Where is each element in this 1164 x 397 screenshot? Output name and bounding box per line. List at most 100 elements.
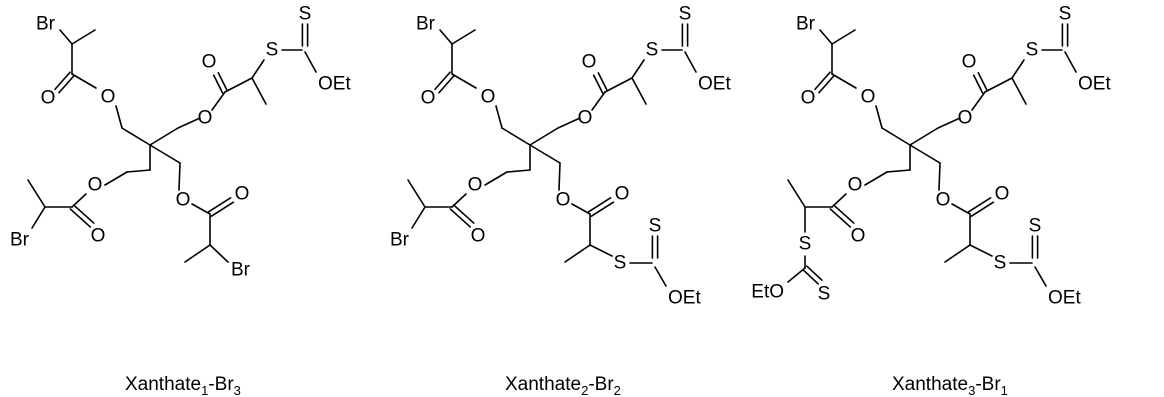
carbonyl-double-bond xyxy=(452,204,475,224)
carbonyl-double-bond xyxy=(970,201,995,217)
bond xyxy=(787,267,806,283)
bond xyxy=(251,59,265,79)
thiocarbonyl-sulfur-label: S xyxy=(649,216,662,237)
carbonyl-double-bond xyxy=(972,74,984,94)
bond xyxy=(984,77,1013,93)
ester-oxygen-label: O xyxy=(88,175,103,196)
carbonyl-double-bond xyxy=(818,74,835,94)
bond xyxy=(864,171,888,186)
carbonyl-double-bond xyxy=(210,201,235,217)
bond xyxy=(304,51,317,73)
ester-oxygen-label: O xyxy=(468,175,483,196)
bond xyxy=(944,244,971,263)
carbonyl-double-bond xyxy=(69,208,92,228)
bond xyxy=(571,203,591,215)
thioether-sulfur-label: S xyxy=(799,234,812,255)
bond xyxy=(631,77,647,105)
caption-mid: -Br xyxy=(975,374,1001,395)
carbonyl-oxygen-label: O xyxy=(421,88,436,109)
thioether-sulfur-label: S xyxy=(266,40,279,61)
ester-oxygen-label: O xyxy=(556,190,571,211)
bond xyxy=(604,77,633,93)
bond xyxy=(564,244,591,263)
bond xyxy=(209,244,229,263)
bond xyxy=(589,244,613,257)
thioether-sulfur-label: S xyxy=(646,40,659,61)
bond xyxy=(224,77,253,93)
ester-oxygen-label: O xyxy=(101,87,116,108)
bond xyxy=(909,144,941,164)
bond xyxy=(178,162,181,191)
thiocarbonyl-double-bond xyxy=(805,265,823,281)
bromine-label: Br xyxy=(796,14,816,35)
carbonyl-double-bond xyxy=(434,71,451,91)
caption-1: Xanthate1-Br3 xyxy=(125,374,241,397)
bond xyxy=(631,59,645,79)
bromine-label: Br xyxy=(10,230,30,251)
ethoxy-label: OEt xyxy=(698,74,731,95)
carbonyl-double-bond xyxy=(592,74,604,94)
bond xyxy=(451,73,477,89)
bond xyxy=(211,91,226,111)
bond xyxy=(71,29,96,45)
caption-xanthate-subscript: 2 xyxy=(581,383,588,397)
thiocarbonyl-sulfur-label: S xyxy=(299,4,312,25)
bond xyxy=(251,77,267,105)
carbonyl-double-bond xyxy=(207,197,232,213)
carbonyl-oxygen-label: O xyxy=(91,226,106,247)
bond xyxy=(529,127,559,146)
bond xyxy=(27,179,46,208)
carbonyl-double-bond xyxy=(597,72,609,92)
caption-2: Xanthate2-Br2 xyxy=(505,374,621,397)
ester-oxygen-label: O xyxy=(578,108,593,129)
ester-oxygen-label: O xyxy=(936,190,951,211)
caption-prefix: Xanthate xyxy=(125,374,201,395)
thioether-sulfur-label: S xyxy=(994,253,1007,274)
bond xyxy=(495,105,503,129)
carbonyl-oxygen-label: O xyxy=(995,184,1010,205)
bond xyxy=(115,105,123,129)
carbonyl-double-bond xyxy=(54,71,71,91)
carbonyl-oxygen-label: O xyxy=(471,226,486,247)
carbonyl-double-bond xyxy=(814,71,831,91)
bond xyxy=(557,117,581,129)
bond xyxy=(787,179,806,208)
bond xyxy=(484,171,508,186)
bond xyxy=(831,29,856,45)
carbonyl-double-bond xyxy=(449,208,472,228)
bond xyxy=(191,203,211,215)
carbonyl-double-bond xyxy=(967,197,992,213)
caption-mid: -Br xyxy=(208,374,234,395)
thiocarbonyl-sulfur-label: S xyxy=(1059,4,1072,25)
bond xyxy=(451,29,476,45)
bond xyxy=(149,127,179,146)
carbonyl-double-bond xyxy=(72,204,95,224)
bond xyxy=(684,51,697,73)
thiocarbonyl-double-bond xyxy=(802,269,820,285)
bond xyxy=(558,162,561,191)
caption-bromine-subscript: 2 xyxy=(614,383,621,397)
carbonyl-double-bond xyxy=(438,74,455,94)
bond xyxy=(951,203,971,215)
bond xyxy=(819,29,833,45)
bond xyxy=(407,179,426,208)
thioether-sulfur-label: S xyxy=(1026,40,1039,61)
bond xyxy=(149,144,181,164)
carbonyl-oxygen-label: O xyxy=(801,88,816,109)
bond xyxy=(875,105,883,129)
thiocarbonyl-sulfur-label: S xyxy=(679,4,692,25)
bond xyxy=(501,127,531,146)
carbonyl-oxygen-label: O xyxy=(851,226,866,247)
bromine-label: Br xyxy=(416,14,436,35)
bond xyxy=(31,206,46,229)
caption-xanthate-subscript: 1 xyxy=(201,383,208,397)
ester-oxygen-label: O xyxy=(481,87,496,108)
thiocarbonyl-sulfur-label: S xyxy=(818,284,831,305)
ester-oxygen-label: O xyxy=(198,108,213,129)
carbonyl-double-bond xyxy=(829,208,852,228)
ethoxy-label: OEt xyxy=(1078,74,1111,95)
ethoxy-label: OEt xyxy=(668,288,701,309)
